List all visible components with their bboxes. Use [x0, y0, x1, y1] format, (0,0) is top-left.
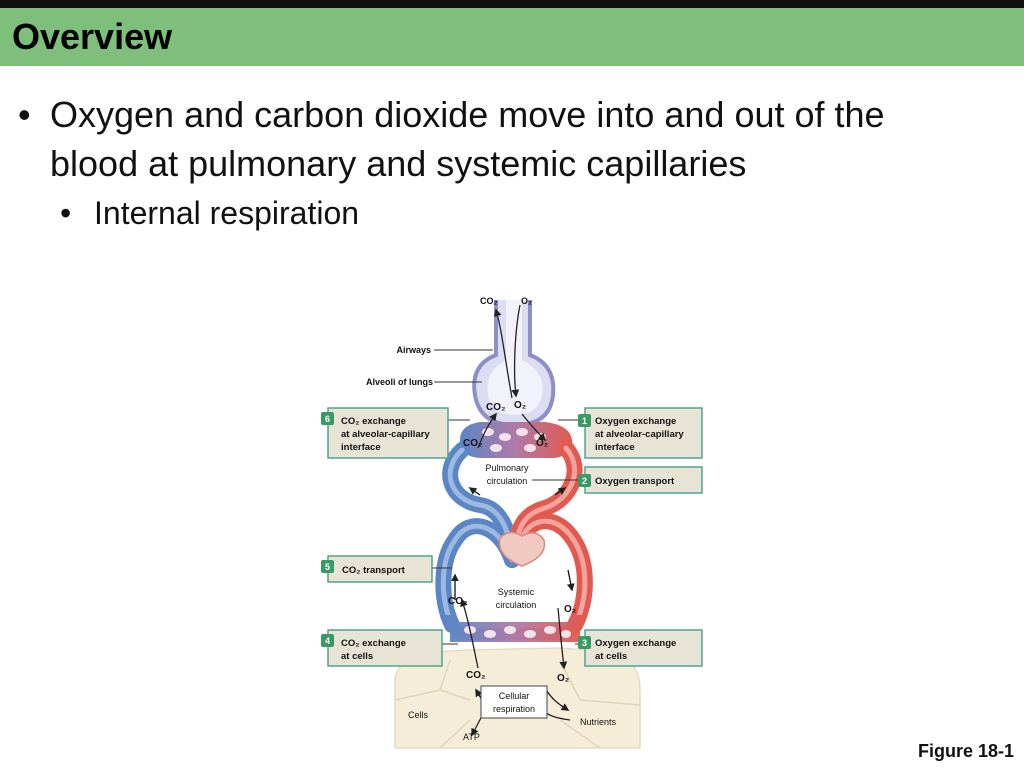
step-4-number: 4	[325, 636, 330, 646]
top-border	[0, 0, 1024, 8]
step-1-line3: interface	[595, 442, 635, 453]
flow-arrows	[451, 487, 575, 600]
pulmonary-circulation-line2: circulation	[487, 476, 528, 486]
step-2-number: 2	[582, 476, 587, 486]
systemic-capillaries	[445, 615, 585, 642]
step-1-line2: at alveolar-capillary	[595, 429, 684, 440]
step-4-line1: CO₂ exchange	[341, 638, 406, 649]
cell-o2-label: O₂	[557, 673, 569, 684]
figure-label: Figure 18-1	[917, 741, 1014, 761]
step-6-line3: interface	[341, 442, 381, 453]
bullet-list: Oxygen and carbon dioxide move into and …	[14, 90, 894, 234]
cell-co2-label: CO₂	[466, 670, 485, 681]
pulmonary-co2-label: CO₂	[463, 438, 482, 449]
step-1-number: 1	[582, 416, 587, 426]
step-box-1: 1 Oxygen exchange at alveolar-capillary …	[578, 407, 703, 459]
cellular-respiration-box: Cellular respiration	[480, 685, 548, 719]
alveoli-label: Alveoli of lungs	[366, 377, 433, 387]
step-6-number: 6	[325, 414, 330, 424]
pulmonary-circulation-line1: Pulmonary	[485, 463, 529, 473]
leader-lines	[432, 349, 584, 645]
step-3-line2: at cells	[595, 651, 627, 662]
systemic-o2-label: O₂	[564, 604, 576, 615]
title-bar	[0, 8, 1024, 66]
step-6-line1: CO₂ exchange	[341, 416, 406, 427]
pulmonary-capillaries	[459, 422, 573, 458]
pulmonary-o2-label: O₂	[536, 438, 548, 449]
step-box-3: 3 Oxygen exchange at cells	[578, 629, 703, 667]
atp-label: ATP	[463, 732, 480, 742]
step-box-4: 4 CO₂ exchange at cells	[321, 629, 443, 667]
bullet-sub: Internal respiration	[14, 192, 894, 234]
step-box-2: 2 Oxygen transport	[578, 466, 703, 494]
nutrients-label: Nutrients	[580, 717, 617, 727]
heart	[498, 531, 546, 567]
top-o2-label: O₂	[521, 296, 532, 306]
step-5-number: 5	[325, 562, 330, 572]
step-5-line1: CO₂ transport	[342, 565, 406, 576]
systemic-co2-label: CO₂	[448, 596, 467, 607]
step-4-line2: at cells	[341, 651, 373, 662]
step-3-line1: Oxygen exchange	[595, 638, 676, 649]
cellular-respiration-line1: Cellular	[499, 691, 530, 701]
systemic-circulation-line2: circulation	[496, 600, 537, 610]
cellular-respiration-line2: respiration	[493, 704, 535, 714]
step-box-5: 5 CO₂ transport	[321, 555, 433, 583]
top-co2-label: CO₂	[480, 296, 498, 306]
step-2-line1: Oxygen transport	[595, 476, 675, 487]
step-1-line1: Oxygen exchange	[595, 416, 676, 427]
airways-label: Airways	[396, 345, 431, 355]
alveolus-co2-label: CO₂	[486, 402, 505, 413]
step-box-6: 6 CO₂ exchange at alveolar-capillary int…	[321, 407, 449, 459]
systemic-circulation-line1: Systemic	[498, 587, 535, 597]
slide-title: Overview	[12, 16, 173, 57]
cells-label: Cells	[408, 710, 429, 720]
bullet-main: Oxygen and carbon dioxide move into and …	[14, 90, 894, 188]
step-3-number: 3	[582, 638, 587, 648]
step-6-line2: at alveolar-capillary	[341, 429, 430, 440]
alveolus-o2-label: O₂	[514, 400, 526, 411]
